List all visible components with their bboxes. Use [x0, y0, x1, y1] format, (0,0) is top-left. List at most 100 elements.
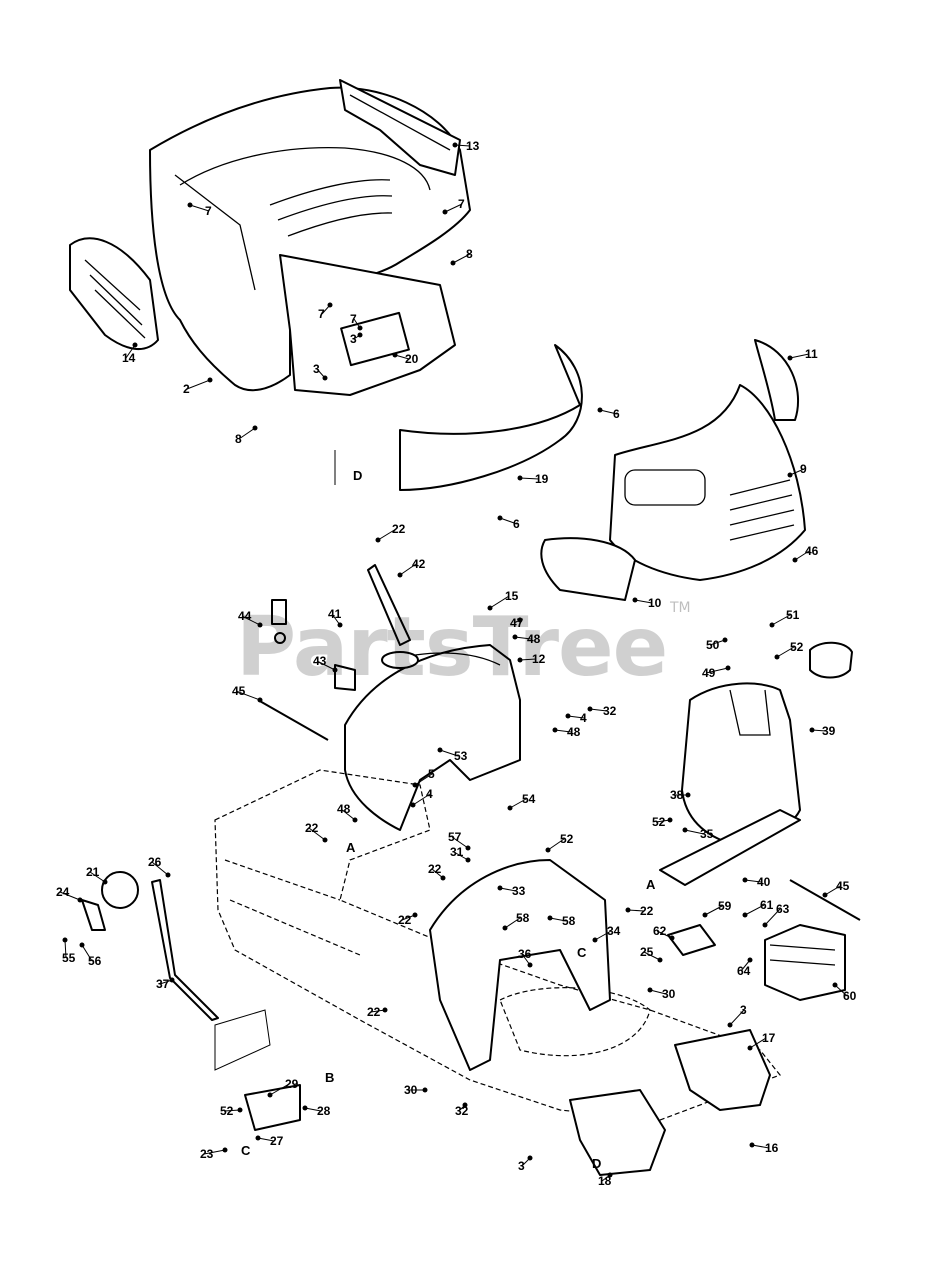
callout-37: 37 [156, 977, 170, 991]
tank-bracket [659, 809, 801, 886]
callout-13: 13 [466, 139, 480, 153]
watermark-trademark: TM [669, 600, 691, 616]
cable-tie-left [257, 699, 329, 741]
fastener-dot [487, 605, 493, 611]
front-grille [609, 384, 806, 581]
callout-23: 23 [200, 1147, 214, 1161]
callout-4: 4 [426, 787, 433, 801]
hood-hinge-plate [339, 79, 461, 176]
fastener-dot [322, 375, 328, 381]
callout-35: 35 [700, 827, 714, 841]
callout-47: 47 [510, 616, 524, 630]
leader-line-25 [643, 951, 661, 961]
callout-54: 54 [522, 792, 536, 806]
leader-line-51 [771, 614, 791, 626]
callout-39: 39 [822, 724, 836, 738]
callout-18: 18 [598, 1174, 612, 1188]
fastener-dot [465, 857, 471, 863]
callout-3: 3 [518, 1159, 525, 1173]
fastener-dot [747, 1045, 753, 1051]
leader-line-62 [656, 930, 673, 939]
fuel-cap [809, 641, 853, 679]
leader-line-48 [340, 808, 356, 821]
fastener-dot [237, 1107, 243, 1113]
shift-rod [151, 879, 219, 1021]
fastener-dot [462, 1102, 468, 1108]
fastener-dot [302, 1105, 308, 1111]
reference-letter-A: A [646, 877, 656, 892]
fastener-dot [722, 637, 728, 643]
fastener-dot [547, 915, 553, 921]
fastener-dot [450, 260, 456, 266]
leader-line-26 [151, 861, 169, 876]
relay-switch [334, 664, 356, 691]
callout-33: 33 [512, 884, 526, 898]
fastener-dot [132, 342, 138, 348]
callout-14: 14 [122, 351, 136, 365]
leader-line-55 [64, 939, 67, 959]
leader-line-48 [514, 636, 532, 640]
fastener-dot [357, 332, 363, 338]
callout-41: 41 [328, 607, 342, 621]
callout-61: 61 [760, 898, 774, 912]
fastener-dot [332, 667, 338, 673]
fastener-dot [497, 515, 503, 521]
leader-line-34 [594, 930, 612, 941]
fastener-dot [682, 827, 688, 833]
callout-9: 9 [800, 462, 807, 476]
callout-31: 31 [450, 845, 464, 859]
fastener-dot [517, 475, 523, 481]
leader-line-12 [519, 658, 537, 661]
callout-52: 52 [790, 640, 804, 654]
leader-line-32 [589, 708, 608, 712]
watermark-text: PartsTree [236, 600, 667, 695]
leader-line-14 [125, 344, 136, 359]
leader-line-45 [235, 690, 261, 701]
callout-4: 4 [580, 711, 587, 725]
leader-line-28 [304, 1107, 322, 1112]
leader-lines [59, 142, 848, 1182]
leader-line-22 [377, 528, 397, 541]
fastener-dot [442, 209, 448, 215]
leader-line-45 [824, 885, 841, 896]
fastener-dot [769, 622, 775, 628]
callout-48: 48 [567, 725, 581, 739]
fastener-dot [187, 202, 193, 208]
leader-line-8 [238, 427, 256, 440]
leader-line-33 [499, 887, 517, 892]
fastener-dot [787, 355, 793, 361]
side-grille [69, 237, 159, 351]
fastener-dot [727, 1022, 733, 1028]
fastener-dot [102, 879, 108, 885]
callout-45: 45 [232, 684, 246, 698]
callout-57: 57 [448, 830, 462, 844]
leader-line-29 [269, 1083, 290, 1096]
callout-6: 6 [613, 407, 620, 421]
fastener-dot [822, 892, 828, 898]
leader-line-53 [439, 749, 459, 757]
front-bumper [399, 344, 583, 491]
fastener-dot [657, 957, 663, 963]
leader-line-11 [789, 353, 810, 359]
leader-line-56 [81, 944, 93, 962]
callout-32: 32 [455, 1104, 469, 1118]
fastener-dot [252, 425, 258, 431]
callout-22: 22 [428, 862, 442, 876]
callout-64: 64 [737, 964, 751, 978]
callout-53: 53 [454, 749, 468, 763]
leader-line-3 [729, 1009, 745, 1026]
leader-line-54 [509, 798, 527, 809]
reference-letter-C: C [241, 1143, 251, 1158]
callout-24: 24 [56, 885, 70, 899]
fastener-dot [517, 617, 523, 623]
fastener-dot [809, 727, 815, 733]
front-axle-bracket-left [569, 1089, 666, 1176]
reference-letter-D: D [592, 1156, 601, 1171]
fastener-dot [352, 817, 358, 823]
callout-22: 22 [398, 913, 412, 927]
callout-48: 48 [337, 802, 351, 816]
callout-21: 21 [86, 865, 100, 879]
tractor-frame [214, 769, 781, 1121]
fastener-dot [669, 935, 675, 941]
callout-22: 22 [640, 904, 654, 918]
